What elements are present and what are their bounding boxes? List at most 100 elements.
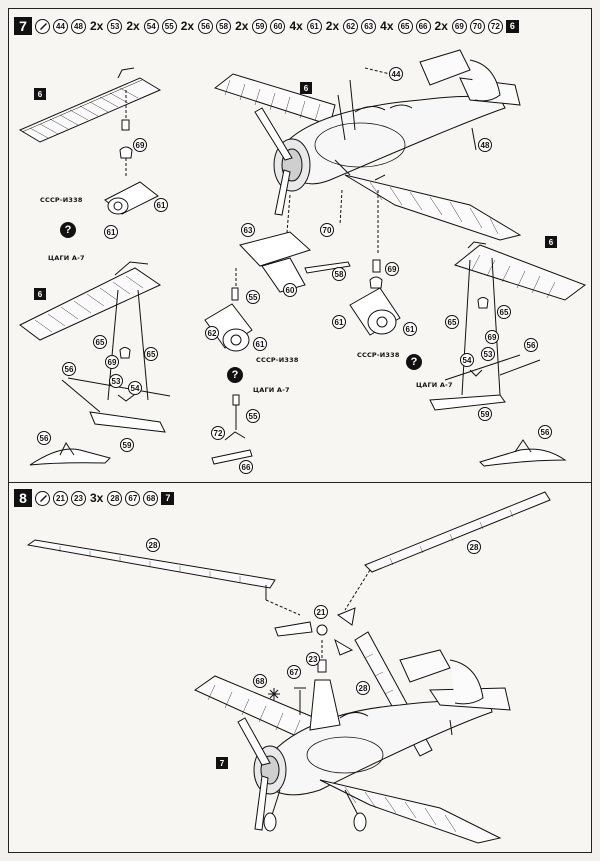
part-number: 67 (125, 490, 141, 506)
part-callout: 67 (287, 665, 301, 679)
registration-note: ЦАГИ А-7 (416, 381, 453, 389)
part-number: 63 (361, 18, 377, 34)
part-number: 48 (71, 18, 86, 34)
part-callout: 53 (109, 374, 123, 388)
ref-step-box: 7 (161, 491, 175, 505)
ski-assembly-left (19, 261, 171, 466)
fuselage-main (213, 49, 522, 255)
part-callout: 62 (205, 326, 219, 340)
quantity-label: 4x (380, 19, 394, 33)
part-callout: 69 (105, 355, 119, 369)
step8-number: 8 (14, 489, 32, 507)
ref-step-box: 6 (505, 19, 519, 33)
part-callout: 58 (332, 267, 346, 281)
step-divider (8, 482, 592, 483)
part-number: 72 (487, 18, 503, 34)
wheel-center-right (349, 259, 401, 336)
ref-step-box: 6 (34, 288, 46, 300)
glue-icon (35, 18, 50, 34)
registration-note: СССР-И338 (357, 351, 400, 359)
part-callout: 54 (128, 381, 142, 395)
part-number: 60 (270, 18, 286, 34)
part-callout: 44 (389, 67, 403, 81)
part-callout: 61 (253, 337, 267, 351)
part-number: 21 (53, 490, 68, 506)
part-number: 69 (451, 18, 467, 34)
part-callout: 59 (478, 407, 492, 421)
part-callout: 61 (154, 198, 168, 212)
part-callout: 69 (385, 262, 399, 276)
ref-step-box: 6 (34, 88, 46, 100)
fairing-parts (204, 231, 351, 465)
quantity-label: 3x (90, 491, 104, 505)
part-callout: 66 (239, 460, 253, 474)
quantity-label: 2x (90, 19, 104, 33)
part-number: 28 (107, 490, 123, 506)
part-callout: 65 (445, 315, 459, 329)
ref-step-box: 7 (216, 757, 228, 769)
part-callout: 56 (524, 338, 538, 352)
part-callout: 56 (62, 362, 76, 376)
part-callout: 72 (211, 426, 225, 440)
aircraft-step8 (193, 649, 511, 844)
part-callout: 59 (120, 438, 134, 452)
part-callout: 68 (253, 674, 267, 688)
step7-number: 7 (14, 17, 32, 35)
part-callout: 28 (467, 540, 481, 554)
part-callout: 55 (246, 290, 260, 304)
part-callout: 53 (481, 347, 495, 361)
optional-part-icon: ? (406, 354, 422, 370)
quantity-label: 2x (126, 19, 140, 33)
part-number: 62 (343, 18, 359, 34)
part-callout: 63 (241, 223, 255, 237)
part-callout: 61 (104, 225, 118, 239)
wing-detail-top-left (18, 67, 162, 215)
part-callout: 28 (356, 681, 370, 695)
part-number: 53 (107, 18, 123, 34)
part-number: 59 (252, 18, 268, 34)
part-number: 23 (71, 490, 86, 506)
ski-assembly-right (429, 241, 587, 467)
part-callout: 65 (497, 305, 511, 319)
part-callout: 55 (246, 409, 260, 423)
part-number: 65 (397, 18, 413, 34)
part-callout: 56 (538, 425, 552, 439)
part-callout: 21 (314, 605, 328, 619)
part-callout: 65 (144, 347, 158, 361)
part-number: 56 (198, 18, 214, 34)
quantity-label: 4x (289, 19, 303, 33)
glue-icon (35, 490, 50, 506)
part-callout: 23 (306, 652, 320, 666)
optional-part-icon: ? (60, 222, 76, 238)
part-number: 58 (216, 18, 232, 34)
ref-step-box: 6 (545, 236, 557, 248)
registration-note: ЦАГИ А-7 (48, 254, 85, 262)
part-callout: 60 (283, 283, 297, 297)
quantity-label: 2x (434, 19, 448, 33)
part-number: 55 (161, 18, 177, 34)
quantity-label: 2x (180, 19, 195, 33)
registration-note: ЦАГИ А-7 (253, 386, 290, 394)
quantity-label: 2x (325, 19, 340, 33)
part-number: 66 (415, 18, 431, 34)
part-callout: 65 (93, 335, 107, 349)
ref-step-box: 6 (300, 82, 312, 94)
part-callout: 28 (146, 538, 160, 552)
quantity-label: 2x (235, 19, 249, 33)
part-callout: 61 (403, 322, 417, 336)
part-callout: 54 (460, 353, 474, 367)
part-number: 68 (143, 490, 159, 506)
registration-note: СССР-И338 (256, 356, 299, 364)
part-callout: 61 (332, 315, 346, 329)
registration-note: СССР-И338 (40, 196, 83, 204)
part-number: 61 (306, 18, 322, 34)
optional-part-icon: ? (227, 367, 243, 383)
part-callout: 70 (320, 223, 334, 237)
part-callout: 69 (133, 138, 147, 152)
part-callout: 48 (478, 138, 492, 152)
part-number: 70 (469, 18, 485, 34)
part-number: 44 (53, 18, 68, 34)
